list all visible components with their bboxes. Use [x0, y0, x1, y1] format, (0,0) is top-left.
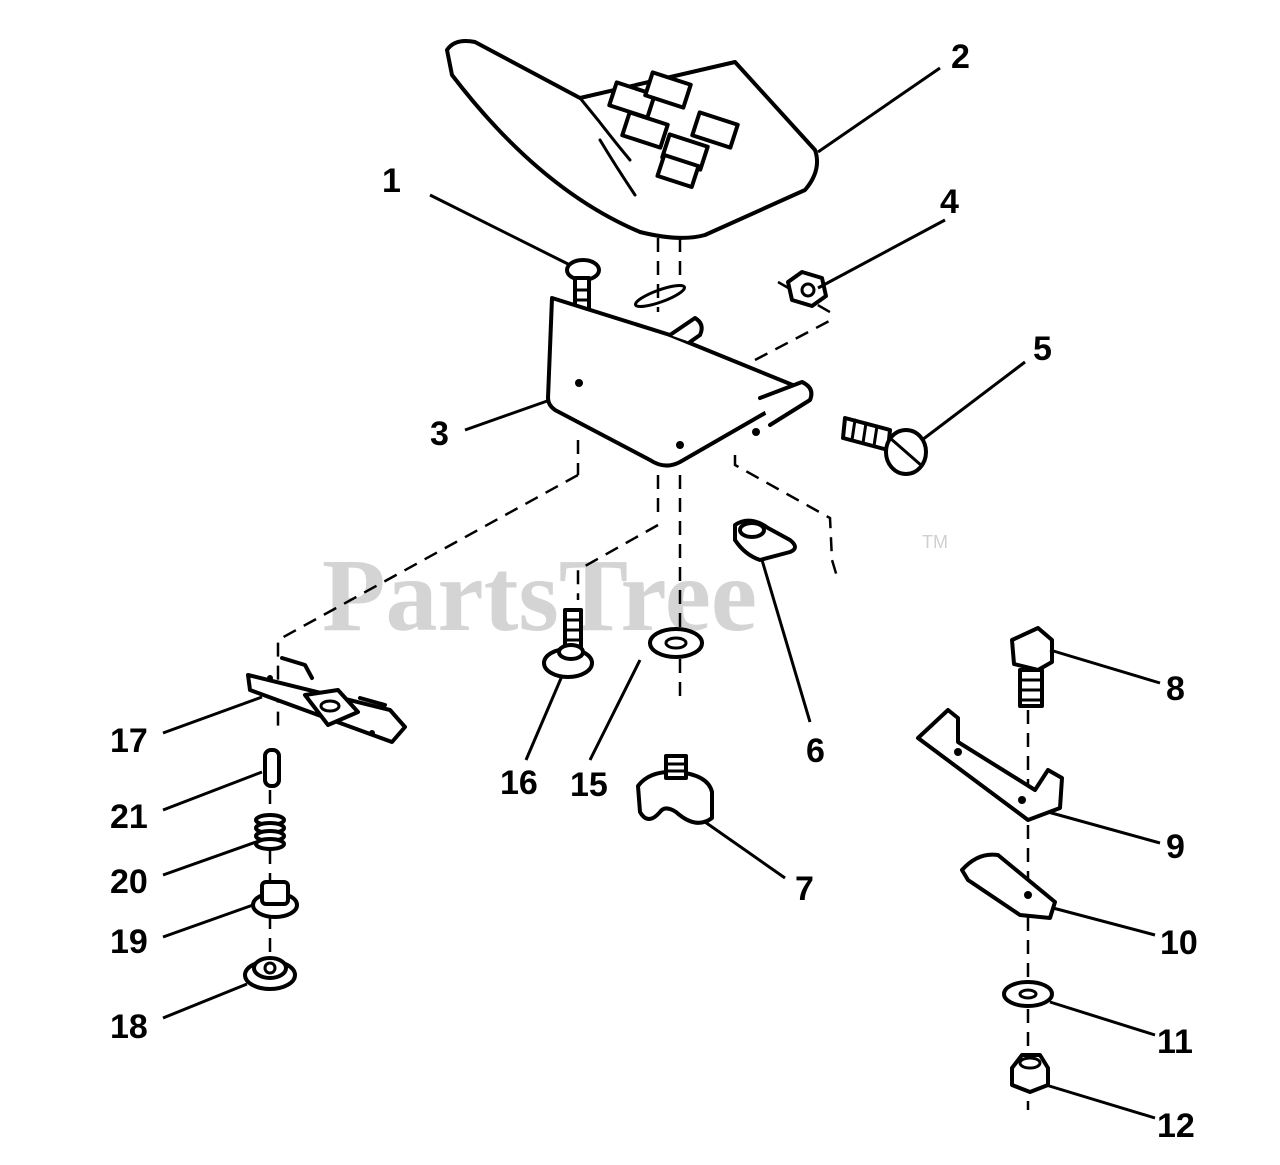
callout-11: 11	[1157, 1023, 1193, 1061]
callout-21: 21	[110, 798, 148, 836]
part-7-knob	[636, 754, 714, 825]
part-9-bracket	[916, 708, 1064, 822]
callout-3: 3	[430, 415, 449, 453]
part-11-washer	[1002, 980, 1054, 1008]
callout-16: 16	[500, 764, 538, 802]
leader-lines	[162, 66, 1161, 1120]
callout-12: 12	[1157, 1107, 1195, 1145]
part-12-lock-nut	[1010, 1053, 1050, 1094]
part-2-seat	[445, 39, 819, 240]
callout-2: 2	[951, 38, 970, 76]
callout-7: 7	[795, 870, 814, 908]
part-6-clip	[733, 518, 797, 562]
callout-6: 6	[806, 732, 825, 770]
part-3-seat-plate	[546, 283, 814, 468]
part-20-spring	[254, 813, 286, 851]
part-15-washer	[648, 627, 704, 659]
callout-5: 5	[1033, 330, 1052, 368]
part-10-clip-plate	[960, 852, 1057, 920]
callout-labels: 1 2 3 4 5 6 7 8 9 10 11 12 15 16 17 18 1…	[110, 38, 1198, 1145]
callout-10: 10	[1160, 924, 1198, 962]
callout-15: 15	[570, 766, 608, 804]
callout-18: 18	[110, 1008, 148, 1046]
watermark-trademark: TM	[922, 532, 948, 552]
part-4-nut	[786, 270, 828, 308]
part-5-hex-bolt	[841, 416, 928, 476]
callout-9: 9	[1166, 828, 1185, 866]
callout-20: 20	[110, 863, 148, 901]
part-21-pin	[263, 748, 281, 788]
callout-4: 4	[940, 183, 959, 221]
part-17-latch-plate	[246, 656, 407, 744]
callout-1: 1	[382, 162, 401, 200]
callout-17: 17	[110, 722, 148, 760]
part-19-bushing	[251, 880, 299, 919]
callout-19: 19	[110, 923, 148, 961]
part-8-hex-bolt	[1010, 626, 1054, 708]
part-18-flange-nut	[243, 956, 297, 991]
part-16-shoulder-bolt	[542, 608, 594, 679]
callout-8: 8	[1166, 670, 1185, 708]
